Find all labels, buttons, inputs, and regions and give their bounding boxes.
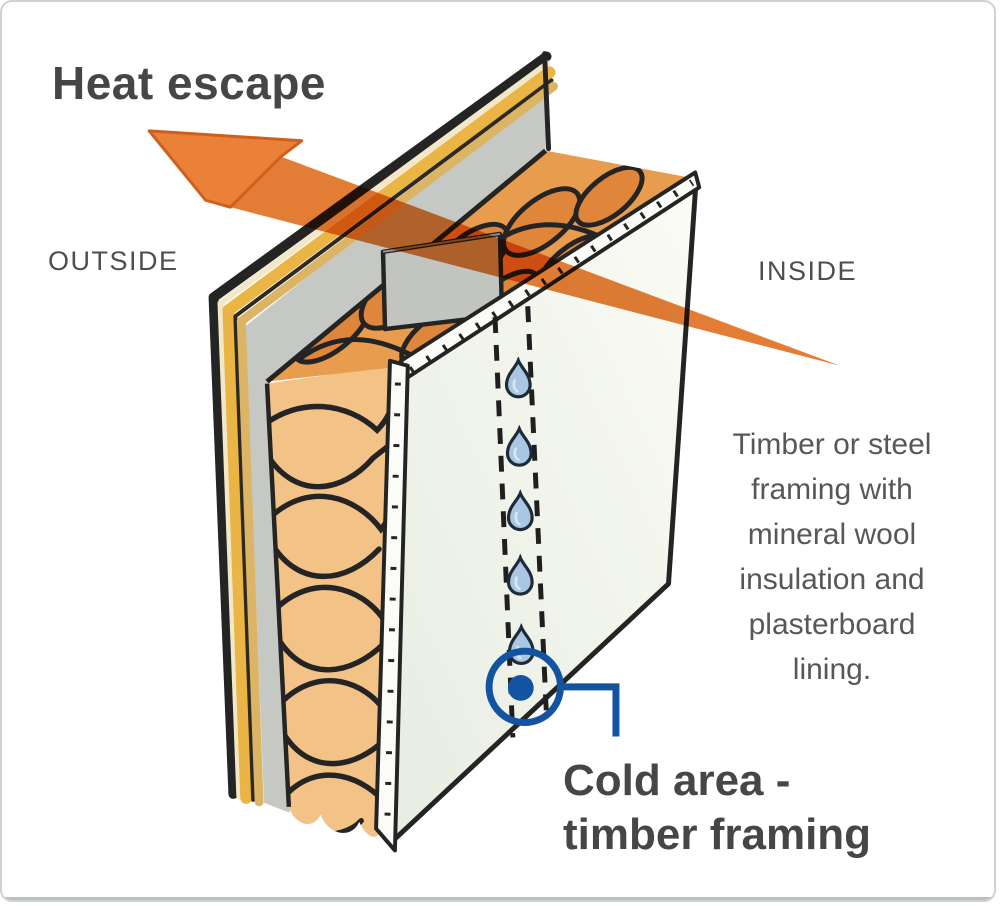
insulation-column	[264, 364, 398, 837]
annotation-line: framing with	[751, 473, 913, 506]
cold-area-line: Cold area -	[563, 756, 791, 805]
callout-leader-line	[560, 683, 620, 737]
cold-spot-dot	[507, 675, 534, 701]
annotation-line: Timber or steel	[732, 428, 932, 461]
back-corner-edge	[542, 51, 552, 152]
wall-outer-cladding	[208, 51, 558, 807]
page-title: Heat escape	[52, 57, 326, 109]
stud-location-dashes	[492, 306, 550, 738]
cold-area-line: timber framing	[563, 810, 872, 859]
annotation-line: mineral wool	[747, 518, 917, 551]
inside-label: INSIDE	[758, 256, 858, 286]
framing-annotation: Timber or steel framing with mineral woo…	[678, 422, 986, 692]
heat-escape-arrow-icon	[147, 129, 840, 366]
cold-area-label: Cold area - timber framing	[563, 754, 871, 862]
outside-label: OUTSIDE	[48, 246, 179, 276]
annotation-line: plasterboard	[748, 608, 916, 641]
annotation-line: lining.	[792, 653, 872, 686]
sheathing-panel	[245, 89, 546, 813]
cold-spot-marker	[485, 647, 620, 737]
annotation-line: insulation and	[739, 563, 925, 596]
